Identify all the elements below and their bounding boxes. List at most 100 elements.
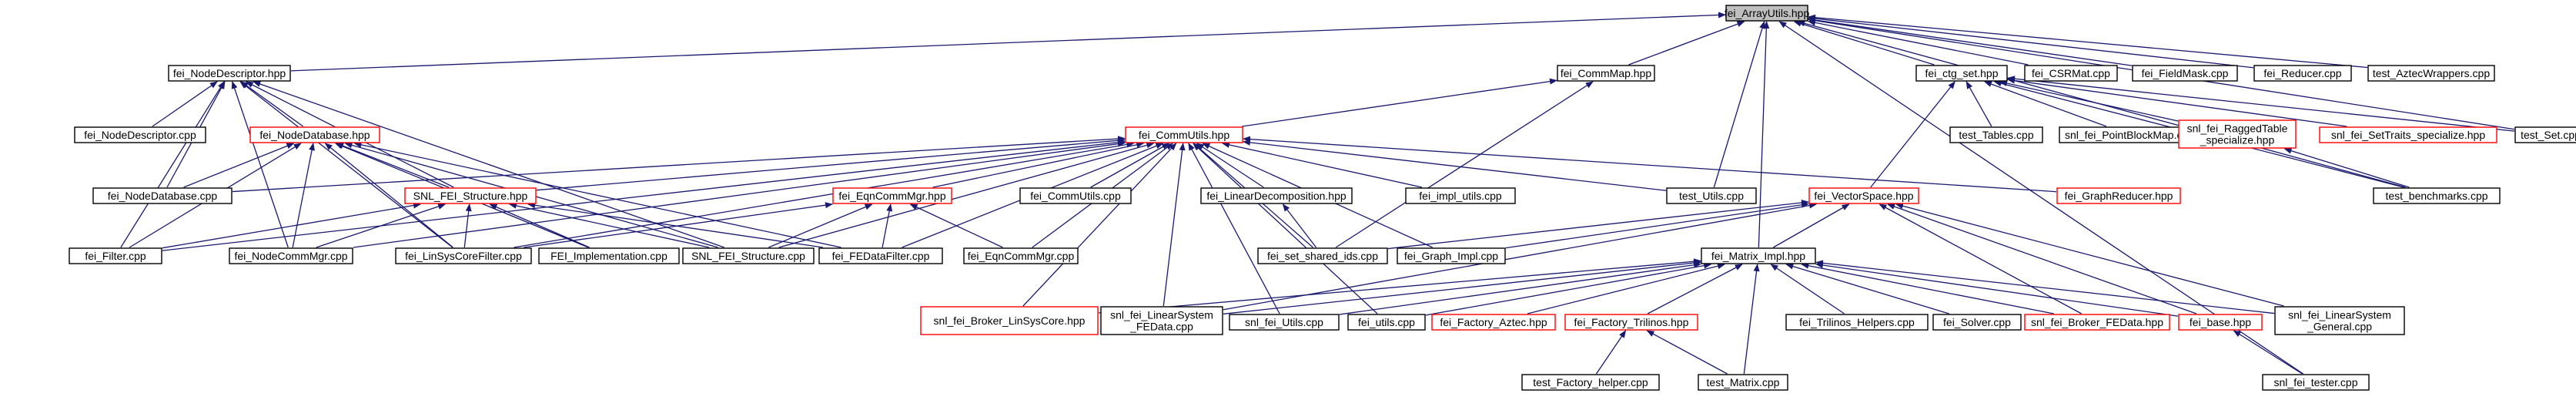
node-trilhelpers[interactable]: fei_Trilinos_Helpers.cpp <box>1785 314 1929 331</box>
edge-brokerlinsys-to-matriximpl <box>1098 258 1701 314</box>
node-factaztec[interactable]: fei_Factory_Aztec.hpp <box>1431 314 1556 331</box>
edge-feifilter-to-commutils <box>162 139 1126 251</box>
edges-layer <box>120 12 2515 375</box>
node-testutils[interactable]: test_Utils.cpp <box>1666 187 1757 204</box>
node-linsysfedata[interactable]: snl_fei_LinearSystem_FEData.cpp <box>1100 306 1223 335</box>
node-eqncommmgrcpp[interactable]: fei_EqnCommMgr.cpp <box>963 247 1079 264</box>
node-label-commmap: fei_CommMap.hpp <box>1561 67 1651 79</box>
node-nodedesc[interactable]: fei_NodeDescriptor.hpp <box>168 65 291 82</box>
node-label-arrayutils: fei_ArrayUtils.hpp <box>1725 7 1810 19</box>
node-commutils[interactable]: fei_CommUtils.hpp <box>1125 126 1243 143</box>
edge-feifilter-to-nodedesc <box>120 81 225 248</box>
node-nodedesccpp[interactable]: fei_NodeDescriptor.cpp <box>74 126 206 143</box>
node-solver[interactable]: fei_Solver.cpp <box>1932 314 2022 331</box>
edge-nodedb-to-nodedesc <box>240 81 304 127</box>
edge-eqncommmgr-to-commutils <box>932 141 1145 188</box>
node-label-testset: test_Set.cpp <box>2521 129 2576 141</box>
node-raggedtable[interactable]: snl_fei_RaggedTable_specialize.hpp <box>2178 119 2297 149</box>
edge-snlfeistructcpp-to-eqncommmgr <box>768 203 873 248</box>
node-label-graphreducer: fei_GraphReducer.hpp <box>2065 190 2173 202</box>
node-label-nodedesc: fei_NodeDescriptor.hpp <box>173 67 286 79</box>
node-box-nodedesc <box>168 65 291 82</box>
edge-base-to-vectorspace <box>1887 203 2197 314</box>
node-eqncommmgr[interactable]: fei_EqnCommMgr.hpp <box>832 187 952 204</box>
node-vectorspace[interactable]: fei_VectorSpace.hpp <box>1808 187 1919 204</box>
node-box-eqncommmgrcpp <box>963 247 1079 264</box>
edge-fedatafilter-to-eqncommmgr <box>882 203 893 248</box>
node-box-nodecommmgr <box>229 247 353 264</box>
node-tables[interactable]: test_Tables.cpp <box>1949 126 2043 143</box>
node-brokerlinsys[interactable]: snl_fei_Broker_LinSysCore.hpp <box>920 306 1099 335</box>
node-testbench[interactable]: test_benchmarks.cpp <box>2373 187 2501 204</box>
node-commmap[interactable]: fei_CommMap.hpp <box>1557 65 1655 82</box>
node-box-feiimpl <box>538 247 680 264</box>
edge-testutils-to-commutils <box>1243 139 1667 191</box>
node-fedatafilter[interactable]: fei_FEDataFilter.cpp <box>818 247 943 264</box>
node-linsyscorefilter[interactable]: fei_LinSysCoreFilter.cpp <box>395 247 532 264</box>
edge-nodecommmgr-to-nodedesc <box>231 81 289 248</box>
edge-sharedids-to-lindecomp <box>1282 203 1317 248</box>
node-arrayutils[interactable]: fei_ArrayUtils.hpp <box>1725 5 1810 22</box>
node-feifilter[interactable]: fei_Filter.cpp <box>69 247 162 264</box>
node-box-settraits <box>2319 126 2497 143</box>
node-snlfeistructcpp[interactable]: SNL_FEI_Structure.cpp <box>682 247 815 264</box>
edge-nodedbcpp-to-commutils <box>232 136 1126 193</box>
node-feiutils[interactable]: fei_utils.cpp <box>1347 314 1426 331</box>
node-implutils[interactable]: fei_impl_utils.cpp <box>1405 187 1516 204</box>
edge-nodecommmgr-to-snlfeistruct <box>316 203 447 248</box>
edge-snlfeistruct-to-commutils <box>536 137 1126 191</box>
node-box-linsysfedata <box>1100 306 1223 335</box>
node-lindecomp[interactable]: fei_LinearDecomposition.hpp <box>1200 187 1353 204</box>
node-box-graphreducer <box>2056 187 2181 204</box>
node-graphimpl[interactable]: fei_Graph_Impl.cpp <box>1397 247 1506 264</box>
node-label-lindecomp: fei_LinearDecomposition.hpp <box>1206 190 1347 202</box>
node-nodedb[interactable]: fei_NodeDatabase.hpp <box>249 126 380 143</box>
node-matriximpl[interactable]: fei_Matrix_Impl.hpp <box>1701 247 1816 264</box>
edge-facttrilinos-to-matriximpl <box>1647 264 1743 314</box>
node-commutilscpp[interactable]: fei_CommUtils.cpp <box>1019 187 1132 204</box>
node-nodecommmgr[interactable]: fei_NodeCommMgr.cpp <box>229 247 353 264</box>
node-box-testset <box>2514 126 2576 143</box>
node-label-snlfeistructcpp: SNL_FEI_Structure.cpp <box>691 250 805 262</box>
node-settraits[interactable]: snl_fei_SetTraits_specialize.hpp <box>2319 126 2497 143</box>
node-label-graphimpl: fei_Graph_Impl.cpp <box>1404 250 1498 262</box>
edge-commutilscpp-to-commutils <box>1090 143 1170 188</box>
node-base[interactable]: fei_base.hpp <box>2178 314 2263 331</box>
node-snlfeitester[interactable]: snl_fei_tester.cpp <box>2262 374 2370 391</box>
node-label-aztecwr: test_AztecWrappers.cpp <box>2373 67 2490 79</box>
node-box-linsysgeneral <box>2274 306 2405 335</box>
node-reducer[interactable]: fei_Reducer.cpp <box>2253 65 2352 82</box>
node-brokerfedata[interactable]: snl_fei_Broker_FEData.hpp <box>2024 314 2170 331</box>
node-csrmat[interactable]: fei_CSRMat.cpp <box>2024 65 2118 82</box>
node-testmatrix[interactable]: test_Matrix.cpp <box>1698 374 1788 391</box>
node-box-factaztec <box>1431 314 1556 331</box>
node-box-testutils <box>1666 187 1757 204</box>
edge-linsyscorefilter-to-nodedesc <box>239 81 453 248</box>
node-label-testbench: test_benchmarks.cpp <box>2385 190 2487 202</box>
edge-aztecwr-to-arrayutils <box>1808 14 2368 69</box>
node-linsysgeneral[interactable]: snl_fei_LinearSystem_General.cpp <box>2274 306 2405 335</box>
node-factoryhelper[interactable]: test_Factory_helper.cpp <box>1521 374 1660 391</box>
node-testset[interactable]: test_Set.cpp <box>2514 126 2576 143</box>
node-label-factaztec: fei_Factory_Aztec.hpp <box>1440 316 1547 328</box>
node-snlfeistruct[interactable]: SNL_FEI_Structure.hpp <box>404 187 537 204</box>
edge-nodedbcpp-to-nodedb <box>183 143 295 188</box>
edge-testutils-to-arrayutils <box>1713 21 1765 188</box>
edge-lindecomp-to-commutils <box>1196 143 1264 188</box>
node-graphreducer[interactable]: fei_GraphReducer.hpp <box>2056 187 2181 204</box>
node-feiimpl[interactable]: FEI_Implementation.cpp <box>538 247 680 264</box>
node-aztecwr[interactable]: test_AztecWrappers.cpp <box>2367 65 2495 82</box>
node-box-linsyscorefilter <box>395 247 532 264</box>
node-fieldmask[interactable]: fei_FieldMask.cpp <box>2132 65 2238 82</box>
node-box-snlfeiutils <box>1229 314 1340 331</box>
edge-linsysfedata-to-commutils <box>1163 143 1186 307</box>
node-facttrilinos[interactable]: fei_Factory_Trilinos.hpp <box>1564 314 1698 331</box>
edge-snlfeitester-to-base <box>2233 330 2303 375</box>
node-sharedids[interactable]: fei_set_shared_ids.cpp <box>1257 247 1388 264</box>
node-nodedbcpp[interactable]: fei_NodeDatabase.cpp <box>92 187 233 204</box>
node-ctgset[interactable]: fei_ctg_set.hpp <box>1915 65 2008 82</box>
node-snlfeiutils[interactable]: snl_fei_Utils.cpp <box>1229 314 1340 331</box>
node-box-snlfeistruct <box>404 187 537 204</box>
node-label-facttrilinos: fei_Factory_Trilinos.hpp <box>1574 316 1689 328</box>
